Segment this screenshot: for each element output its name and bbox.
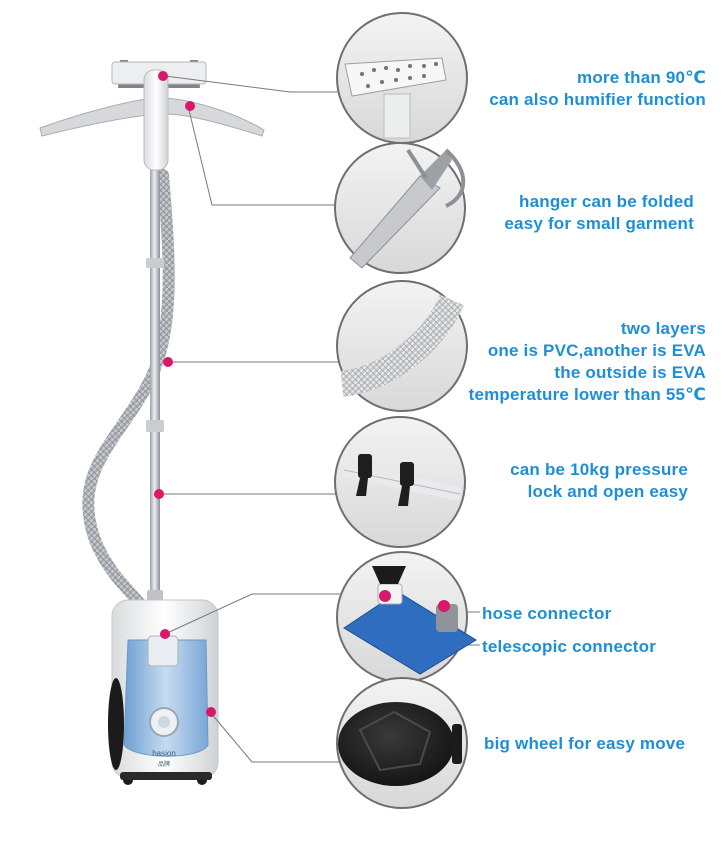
detail-circle-hanger <box>334 142 466 274</box>
label-line: can be 10kg pressure <box>510 460 688 479</box>
label-line: lock and open easy <box>527 482 688 501</box>
detail-circle-wheel <box>336 677 468 809</box>
pink-markers <box>154 71 450 717</box>
label-line: one is PVC,another is EVA <box>487 341 706 360</box>
feature-label-telescopic-connector: telescopic connector <box>482 636 656 658</box>
feature-label-lock: can be 10kg pressure lock and open easy <box>510 459 688 503</box>
detail-circle-connectors <box>336 551 477 683</box>
label-line: the outside is EVA <box>554 363 706 382</box>
label-line: hose connector <box>482 604 612 623</box>
hanger-arms <box>39 97 265 137</box>
base-wheel <box>108 678 124 770</box>
label-line: more than 90℃ <box>577 68 706 87</box>
label-line: big wheel for easy move <box>484 734 686 753</box>
detail-circle-nozzle <box>336 12 468 144</box>
feature-label-hanger: hanger can be folded easy for small garm… <box>504 191 694 235</box>
label-line: easy for small garment <box>504 214 694 233</box>
steam-head-handle <box>143 69 169 171</box>
label-line: can also humifier function <box>489 90 706 109</box>
label-line: two layers <box>620 319 706 338</box>
feature-label-nozzle: more than 90℃ can also humifier function <box>489 67 706 111</box>
label-line: telescopic connector <box>482 637 657 656</box>
telescopic-pole <box>150 120 160 630</box>
brand-sub-text: 品牌 <box>158 760 170 768</box>
detail-circle-lock <box>334 416 466 548</box>
feature-label-wheel: big wheel for easy move <box>484 733 685 755</box>
label-line: temperature lower than 55℃ <box>468 385 706 404</box>
label-line: hanger can be folded <box>519 192 694 211</box>
feature-label-hose-connector: hose connector <box>482 603 611 625</box>
brand-logo-text: hasion <box>152 749 176 758</box>
feature-label-hose: two layers one is PVC,another is EVA the… <box>469 318 706 406</box>
detail-circle-hose <box>336 280 468 412</box>
steam-hose <box>82 169 175 646</box>
